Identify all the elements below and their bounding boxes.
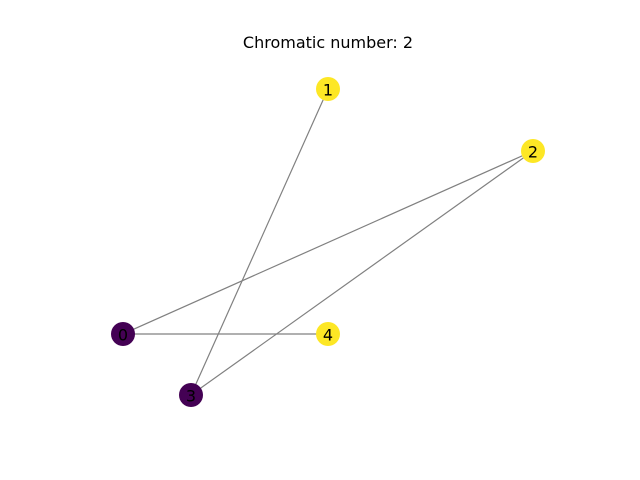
edge-1-3 <box>190 88 329 396</box>
node-label-2: 2 <box>528 143 538 162</box>
node-label-1: 1 <box>323 81 333 100</box>
node-layer: 0 1 2 3 4 <box>111 77 545 407</box>
node-label-4: 4 <box>323 326 333 345</box>
edge-0-2 <box>122 150 534 335</box>
node-0 <box>111 322 135 346</box>
node-1 <box>316 77 340 101</box>
edge-layer <box>122 88 534 396</box>
node-3 <box>179 383 203 407</box>
node-label-3: 3 <box>186 387 196 406</box>
node-4 <box>316 322 340 346</box>
edge-2-3 <box>190 150 534 396</box>
node-label-0: 0 <box>118 326 128 345</box>
figure-title: Chromatic number: 2 <box>242 33 414 52</box>
node-2 <box>521 139 545 163</box>
